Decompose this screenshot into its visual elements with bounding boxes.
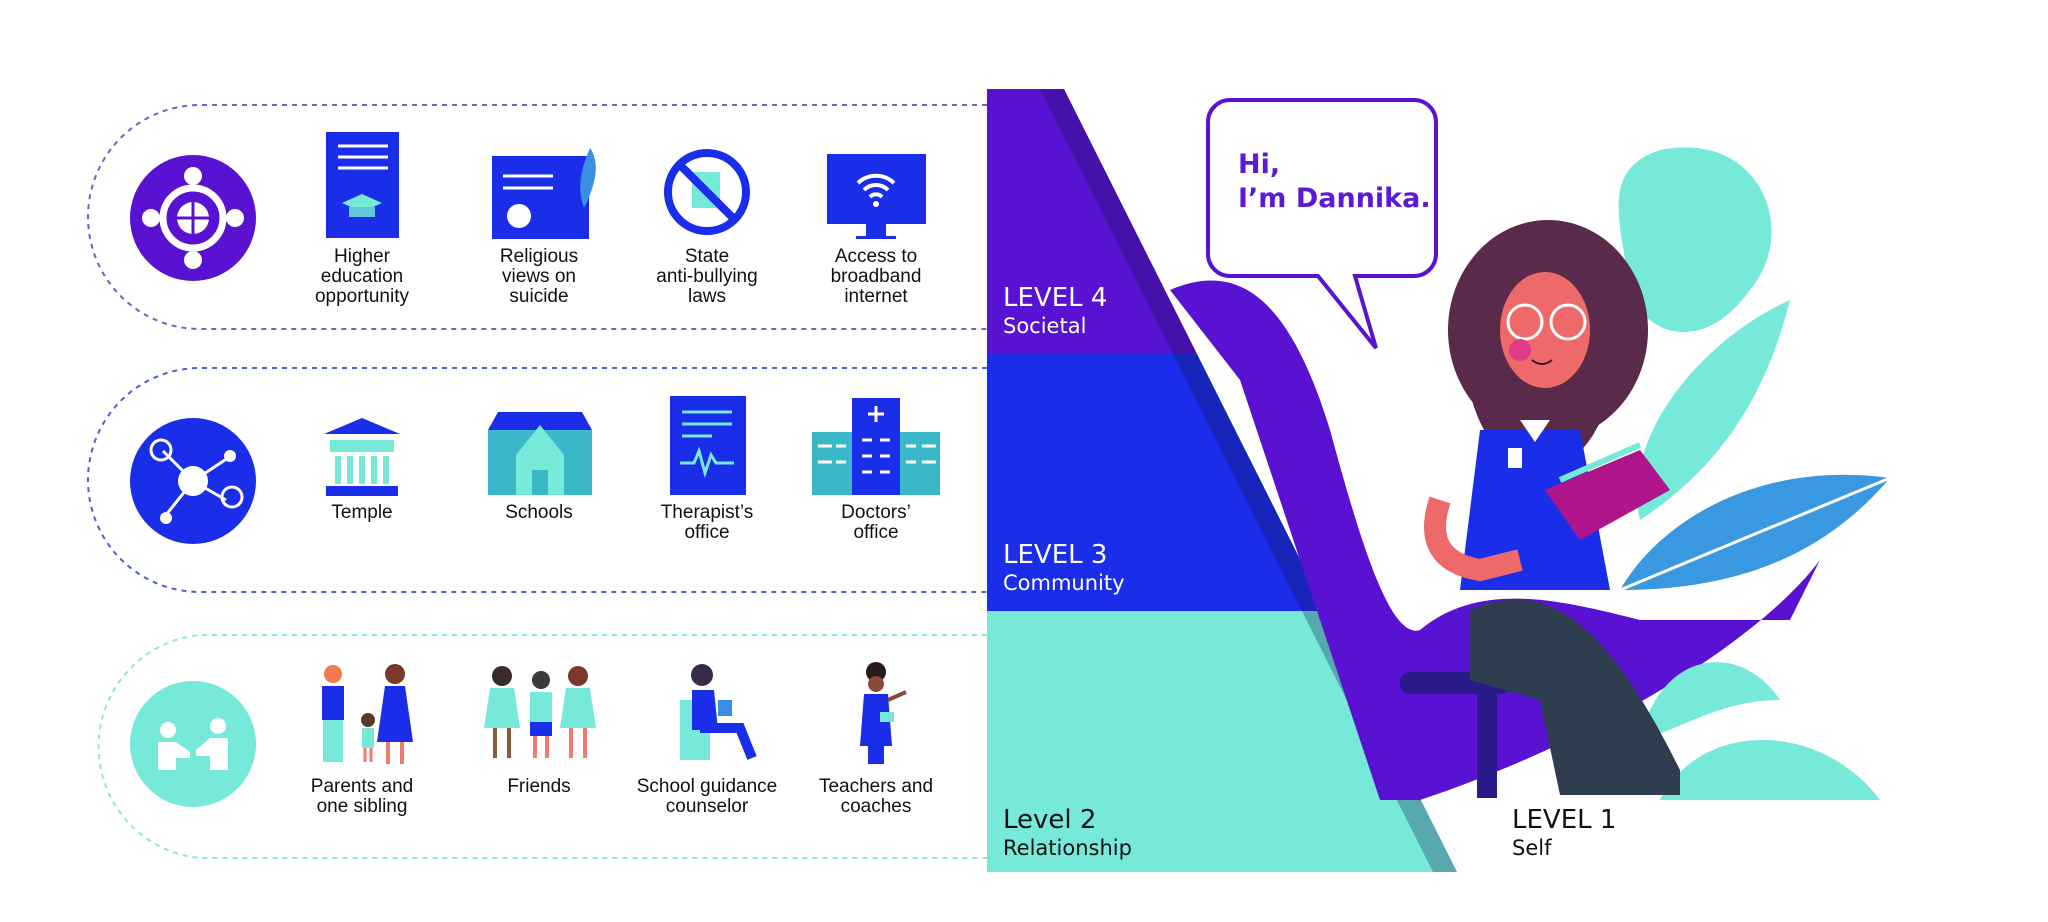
- diploma-icon: [326, 132, 399, 238]
- item-label: broadband: [831, 266, 922, 287]
- hospital-icon: [812, 398, 940, 495]
- item-label: Temple: [331, 502, 392, 523]
- level-1-title: LEVEL 1: [1512, 805, 1616, 835]
- row-frame-community: [87, 367, 987, 593]
- level-1-subtitle: Self: [1512, 836, 1552, 860]
- item-label: office: [684, 522, 729, 543]
- item-label: State: [685, 246, 729, 267]
- item-label: opportunity: [315, 286, 410, 307]
- globe-network-icon: [130, 155, 256, 281]
- speech-bubble: [1206, 98, 1438, 350]
- leaf-icon: [1618, 147, 1772, 332]
- item-label: Teachers and: [819, 776, 933, 797]
- item-label: coaches: [841, 796, 912, 817]
- item-label: Friends: [507, 776, 570, 797]
- handshake-people-icon: [130, 681, 256, 807]
- speech-line-2: I’m Dannika.: [1238, 183, 1431, 214]
- level-2-subtitle: Relationship: [1003, 836, 1132, 860]
- counselor-icon: [680, 664, 757, 760]
- item-label: Higher: [334, 246, 391, 267]
- level-4-title: LEVEL 4: [1003, 283, 1107, 313]
- item-label: School guidance: [637, 776, 778, 797]
- level-2-title: Level 2: [1003, 805, 1096, 835]
- level-3-title: LEVEL 3: [1003, 540, 1107, 570]
- religious-document-icon: [492, 148, 596, 239]
- item-label: Parents and: [311, 776, 413, 797]
- people-network-icon: [130, 418, 256, 544]
- row-frame-societal: [87, 104, 987, 330]
- level-3-subtitle: Community: [1003, 571, 1125, 595]
- item-label: Access to: [835, 246, 917, 267]
- chair-backdrop: [1170, 280, 1820, 800]
- therapist-report-icon: [670, 396, 746, 495]
- item-label: education: [321, 266, 403, 287]
- item-label: Therapist’s: [661, 502, 754, 523]
- item-label: counselor: [666, 796, 749, 817]
- item-label: laws: [688, 286, 726, 307]
- item-label: office: [853, 522, 898, 543]
- row-frame-relationship: [97, 634, 987, 859]
- item-label: anti-bullying: [656, 266, 757, 287]
- family-icon: [322, 664, 413, 764]
- item-label: one sibling: [317, 796, 408, 817]
- speech-line-1: Hi,: [1238, 149, 1280, 180]
- no-bullying-icon: [664, 149, 750, 235]
- teacher-icon: [860, 662, 907, 764]
- temple-icon: [324, 418, 400, 496]
- school-icon: [488, 412, 592, 495]
- item-label: Doctors’: [841, 502, 911, 523]
- item-label: internet: [844, 286, 908, 307]
- friends-icon: [484, 666, 596, 758]
- item-label: views on: [502, 266, 576, 287]
- item-label: Schools: [505, 502, 573, 523]
- dannika-illustration: [1424, 220, 1680, 795]
- item-label: Religious: [500, 246, 578, 267]
- level-4-subtitle: Societal: [1003, 314, 1086, 338]
- leaf-icon: [1640, 662, 1880, 800]
- item-label: suicide: [509, 286, 568, 307]
- leaf-icon: [1636, 300, 1790, 520]
- wifi-monitor-icon: [827, 154, 926, 239]
